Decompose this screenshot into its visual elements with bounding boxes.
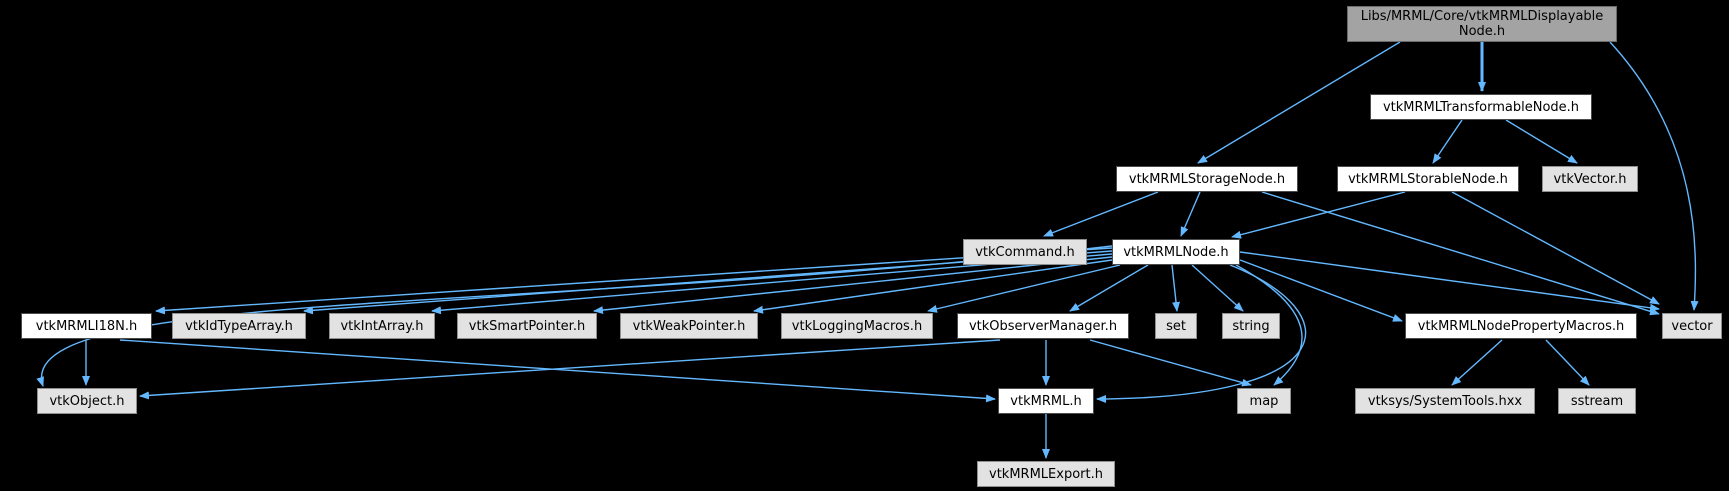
node-map: map	[1237, 388, 1291, 414]
edge-mrmlnode-to-observermanager	[1069, 264, 1149, 312]
node-transformable[interactable]: vtkMRMLTransformableNode.h	[1370, 94, 1592, 120]
edge-displayable-to-vector	[1609, 41, 1699, 311]
edge-mrmlnode-to-loggingmacros	[927, 264, 1121, 313]
node-vtkmrml[interactable]: vtkMRML.h	[998, 388, 1094, 414]
node-vector: vector	[1662, 313, 1722, 339]
edge-storagenode-to-mrmlnode	[1180, 191, 1201, 237]
edge-propertymacros-to-sstream	[1545, 339, 1590, 386]
node-propertymacros[interactable]: vtkMRMLNodePropertyMacros.h	[1405, 313, 1637, 339]
node-vtkobject: vtkObject.h	[37, 388, 137, 414]
edge-mrmlnode-to-vtkobject	[36, 245, 1113, 387]
edge-mrmlnode-to-weakpointer	[753, 259, 1113, 314]
edge-mrmlnode-to-i18n	[155, 247, 1113, 315]
node-loggingmacros: vtkLoggingMacros.h	[781, 313, 933, 339]
node-command: vtkCommand.h	[963, 239, 1087, 265]
node-idtypearray: vtkIdTypeArray.h	[172, 313, 306, 339]
node-storablenode[interactable]: vtkMRMLStorableNode.h	[1337, 166, 1519, 192]
node-sstream: sstream	[1558, 388, 1636, 414]
edge-storagenode-to-vector	[1261, 191, 1660, 316]
edge-mrmlnode-to-vector	[1239, 251, 1660, 312]
edge-mrmlnode-to-string	[1191, 264, 1244, 312]
edge-displayable-to-storagenode	[1197, 41, 1401, 164]
edge-storablenode-to-mrmlnode	[1231, 191, 1406, 239]
edge-propertymacros-to-systemtools	[1451, 339, 1503, 386]
node-set: set	[1155, 313, 1197, 339]
node-weakpointer: vtkWeakPointer.h	[620, 313, 758, 339]
node-mrmlnode[interactable]: vtkMRMLNode.h	[1112, 239, 1240, 265]
node-intarray: vtkIntArray.h	[329, 313, 435, 339]
edge-transformable-to-vtkvector	[1505, 119, 1578, 164]
edge-observermanager-to-vtkobject	[139, 339, 1001, 400]
edge-mrmlnode-to-set	[1171, 264, 1181, 312]
edge-observermanager-to-map	[1089, 339, 1252, 387]
edge-storagenode-to-command	[1043, 191, 1159, 237]
node-storagenode[interactable]: vtkMRMLStorageNode.h	[1116, 166, 1298, 192]
edge-transformable-to-storablenode	[1432, 119, 1463, 164]
edge-storablenode-to-vector	[1451, 191, 1660, 305]
node-displayable: Libs/MRML/Core/vtkMRMLDisplayable Node.h	[1347, 6, 1617, 42]
edge-mrmlnode-to-vtkmrml	[1096, 264, 1307, 403]
edge-mrmlnode-to-smartpointer	[593, 256, 1113, 315]
node-vtkvector: vtkVector.h	[1542, 166, 1638, 192]
node-observermanager[interactable]: vtkObserverManager.h	[957, 313, 1129, 339]
node-systemtools: vtksys/SystemTools.hxx	[1355, 388, 1535, 414]
node-mrmlexport: vtkMRMLExport.h	[977, 461, 1115, 487]
node-string: string	[1222, 313, 1280, 339]
node-i18n[interactable]: vtkMRMLI18N.h	[21, 313, 152, 339]
node-smartpointer: vtkSmartPointer.h	[457, 313, 597, 339]
edge-mrmlnode-to-propertymacros	[1239, 259, 1403, 322]
